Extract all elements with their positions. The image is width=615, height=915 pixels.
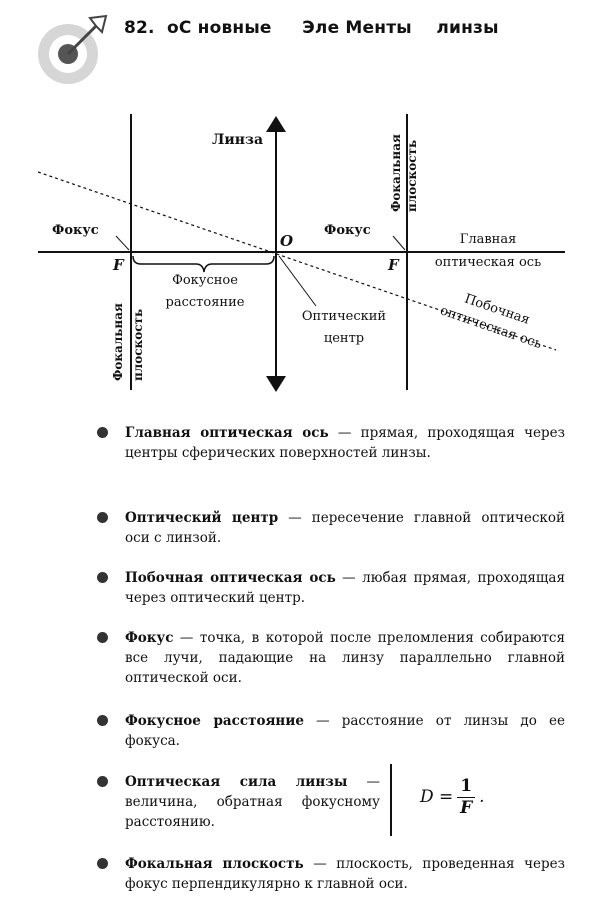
definition-term: Фокус [125, 630, 174, 646]
bullet-icon [97, 632, 108, 643]
definition-item: Фокальная плоскость — плоскость, проведе… [97, 854, 566, 894]
definition-text: — пересечение главной оп­тической оси с … [125, 510, 565, 546]
point-f-right: F [387, 256, 400, 274]
definition-item: Оптический центр — пересечение главной о… [97, 508, 565, 548]
formula-denominator: F [460, 798, 473, 818]
bullet-icon [97, 572, 108, 583]
focus-left-label: Фокус [52, 223, 99, 238]
definition-term: Оптическая сила лин­зы [125, 774, 348, 790]
definition-term: Главная оптическая ось [125, 425, 329, 441]
definition-text: — расстояние от линзы до ее фокуса. [125, 713, 565, 749]
optical-center-leader [278, 255, 317, 307]
point-f-left: F [112, 256, 125, 274]
bullet-icon [97, 427, 108, 438]
definition-text: — плоскость, проведен­ная через фокус пе… [125, 856, 566, 892]
definition-text: — прямая, проходя­щая через центры сфери… [125, 425, 565, 461]
formula-lhs: D = [420, 787, 454, 807]
optical-power-formula: D = 1 F . [420, 776, 485, 818]
definition-item: Побочная оптическая ось — любая прямая, … [97, 568, 565, 608]
definition-term: Оптический центр [125, 510, 279, 526]
definition-term: Фокальная плоскость [125, 856, 304, 872]
focus-right-label: Фокус [324, 223, 371, 238]
definition-item: Оптическая сила лин­зы — величина, обрат… [97, 772, 381, 832]
formula-numerator: 1 [457, 776, 476, 798]
bullet-icon [97, 776, 108, 787]
definition-item: Фокус — точка, в которой после преломлен… [97, 628, 565, 688]
focal-distance-brace [132, 255, 275, 273]
point-o: O [280, 232, 293, 250]
target-arrow-icon [38, 14, 108, 84]
page-header: 82. оС новные Эле Менты линзы [0, 0, 615, 100]
lens-label: Линза [212, 132, 263, 148]
definition-text: — любая прямая, проходящая через оптичес… [125, 570, 565, 606]
focus-left-leader [115, 235, 130, 251]
definition-text: — точка, в которой после преломления со­… [125, 630, 565, 686]
definition-term: Побочная оптическая ось [125, 570, 336, 586]
bullet-icon [97, 512, 108, 523]
formula-suffix: . [479, 787, 485, 807]
secondary-axis-label: Побочнаяоптическая ось [438, 285, 550, 352]
definition-item: Фокусное расстояние — расстояние от линз… [97, 711, 565, 751]
definition-term: Фокусное расстояние [125, 713, 304, 729]
formula-divider [390, 764, 392, 836]
focus-right-leader [392, 235, 406, 251]
formula-fraction: 1 F [457, 776, 476, 818]
secondary-optical-axis [37, 171, 557, 351]
bullet-icon [97, 858, 108, 869]
page-title: 82. оС новные Эле Менты линзы [124, 18, 499, 38]
bullet-icon [97, 715, 108, 726]
definition-text: — величина, обратная фокусному расстояни… [125, 774, 381, 830]
definition-item: Главная оптическая ось — прямая, проходя… [97, 423, 565, 463]
